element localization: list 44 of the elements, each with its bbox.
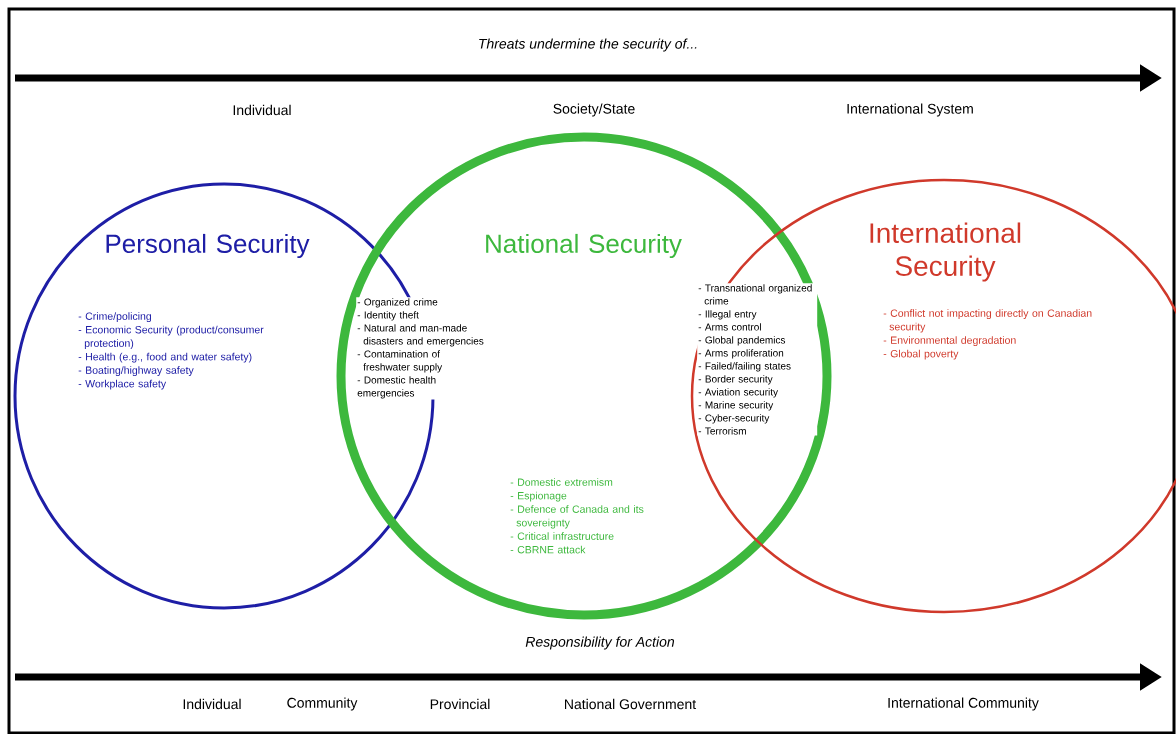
axis-label: Individual <box>183 698 241 710</box>
circle-title: International Security <box>870 222 1021 282</box>
label: - Aviation security <box>698 388 779 398</box>
bullet-list: - Domestic extremism - Espionage - Defence of Canada and its sovereignty - Critical infrastructure - CBRNE attack <box>510 478 644 554</box>
label: - Identity theft <box>357 311 419 321</box>
label: - Failed/failing states <box>698 362 791 372</box>
label: - Transnational organized crime <box>698 284 812 305</box>
label: - Illegal entry <box>698 310 757 320</box>
node-label: - Boating/highway safety <box>78 366 194 376</box>
axis-label: Individual <box>233 104 291 116</box>
label: - Cyber-security <box>698 414 770 424</box>
node-label: - CBRNE attack <box>510 545 586 554</box>
label: - Terrorism <box>698 427 746 435</box>
node-label: - Espionage <box>510 491 567 502</box>
node-label: - Health (e.g., food and water safety) <box>78 352 252 363</box>
label: - Domestic health emergencies <box>357 376 436 399</box>
label: - Global pandemics <box>698 336 786 346</box>
node-label: - Crime/policing <box>78 312 152 322</box>
axis-title: Responsibility for Action <box>525 636 675 650</box>
label: - Marine security <box>698 401 774 411</box>
axis-title: Threats undermine the security of... <box>479 38 697 52</box>
axis-label: International System <box>847 103 973 117</box>
circle-title: Personal Security <box>106 233 310 259</box>
axis-label: Provincial <box>430 698 490 710</box>
bullet-list: - Crime/policing - Economic Security (product/consumer protection) - Health (e.g., food and water safety) - Boating/highway safety - Workplace safety <box>78 312 264 390</box>
node-label: - Domestic extremism <box>510 478 613 486</box>
axis-label: International Community <box>888 697 1039 711</box>
node-label: - Economic Security (product/consumer protection) <box>78 325 264 349</box>
axis-label: Society/State <box>553 103 635 117</box>
circle-title: National Security <box>486 233 682 259</box>
bullet-list: - Transnational organized crime - Illegal entry - Arms control - Global pandemics - Arms proliferation - Failed/failing states - Border security - Aviation security - Marine security - Cyber-security - Terrorism <box>697 283 818 436</box>
node-label: - Workplace safety <box>78 379 167 390</box>
label: - Contamination of freshwater supply <box>357 350 443 373</box>
label: - Arms proliferation <box>698 349 784 359</box>
axis-label: Community <box>287 697 358 711</box>
label: - Organized crime <box>357 298 438 308</box>
label: - Arms control <box>698 323 761 331</box>
label: - Natural and man-made disasters and emergencies <box>357 324 484 347</box>
node-label: - Critical infrastructure <box>510 532 614 540</box>
label: - Border security <box>698 375 773 385</box>
axis-label: National Government <box>565 698 696 710</box>
bullet-list: - Organized crime - Identity theft - Natural and man-made disasters and emergencies - Contamination of freshwater supply - Domestic health emergencies <box>356 297 487 400</box>
bullet-list: - Conflict not impacting directly on Canadian security - Environmental degradation - Global poverty <box>883 309 1092 360</box>
node-label: - Defence of Canada and its sovereignty <box>510 505 644 529</box>
